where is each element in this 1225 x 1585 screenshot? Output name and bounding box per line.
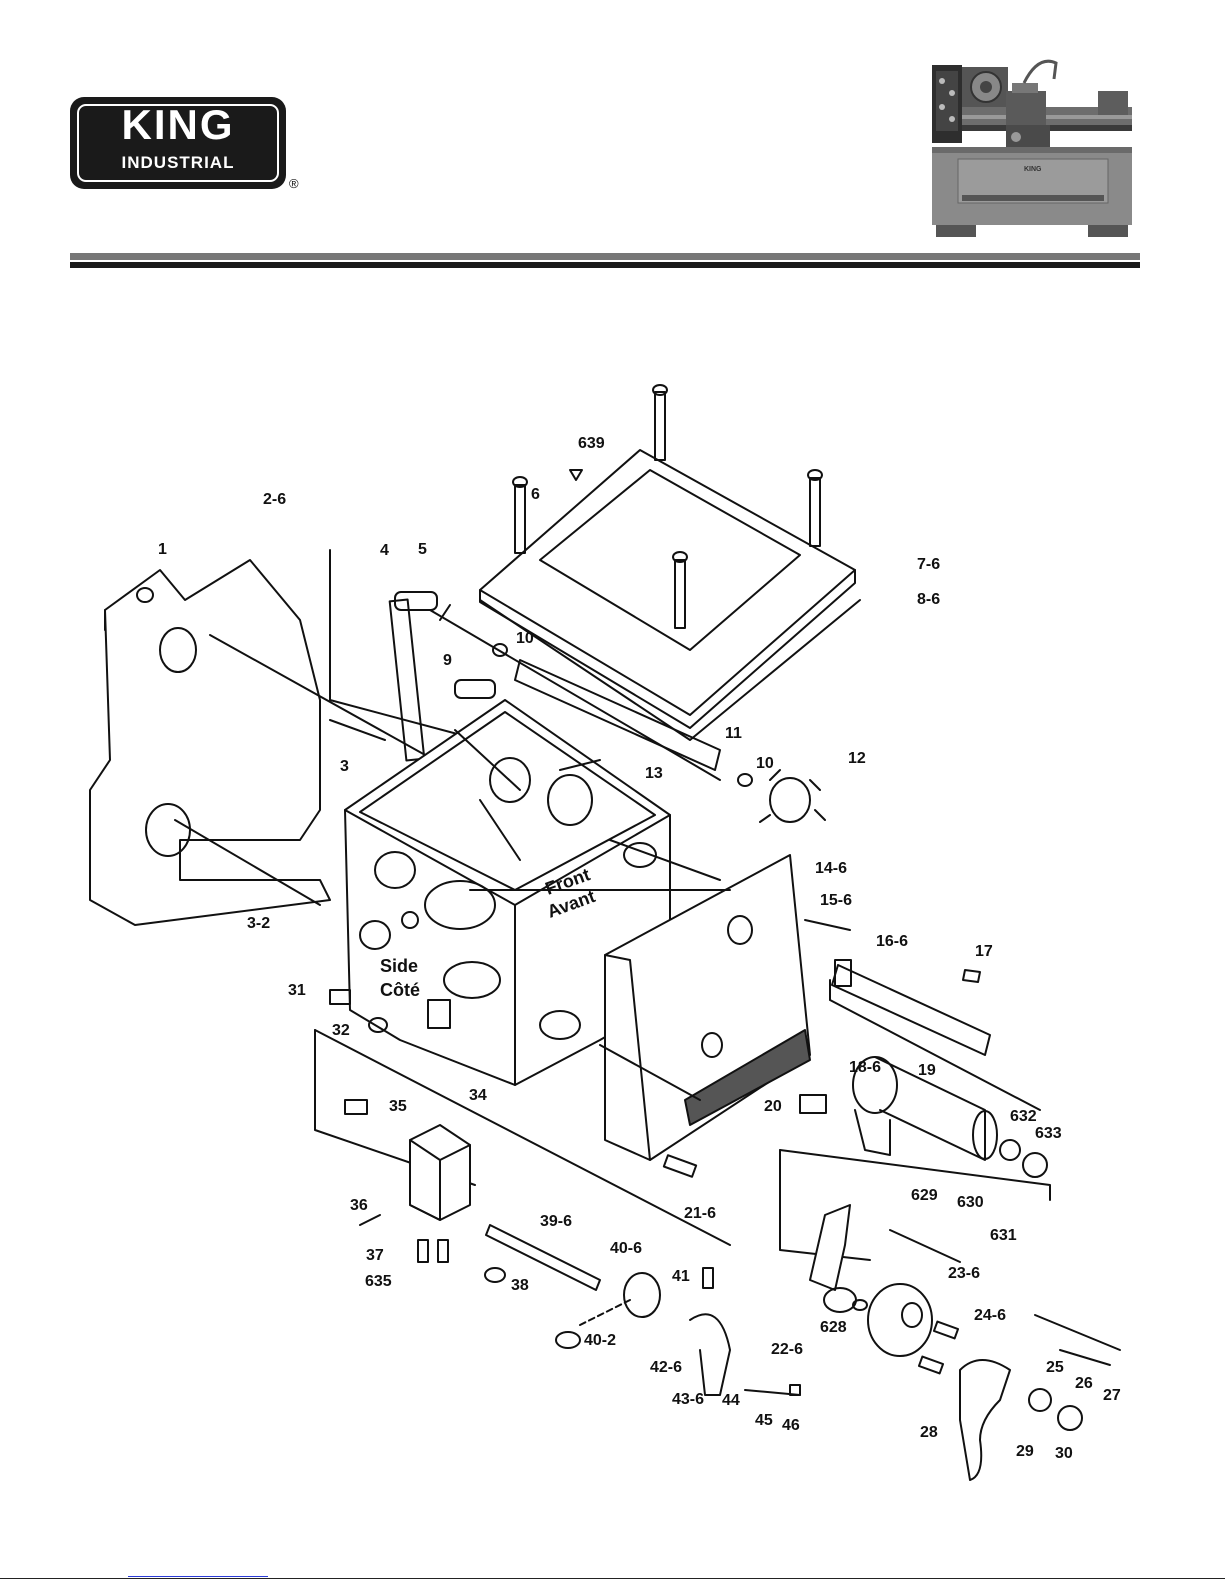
part-callout-27: 27 [1103,1387,1121,1404]
part-callout-43-6: 43-6 [672,1391,704,1408]
part-callout-2-6: 2-6 [263,491,286,508]
part-callout-1: 1 [158,541,167,558]
part-callout-14-6: 14-6 [815,860,847,877]
part-callout-28: 28 [920,1424,938,1441]
part-callout-37: 37 [366,1247,384,1264]
part-callout-11: 11 [725,725,742,742]
housing-side-text: Side [380,956,418,976]
part-callout-26: 26 [1075,1375,1093,1392]
part-callout-42-6: 42-6 [650,1359,682,1376]
footer-rule [0,1578,1225,1579]
part-callout-635: 635 [365,1273,392,1290]
part-callout-631: 631 [990,1227,1017,1244]
part-callout-639: 639 [578,435,605,452]
part-callout-6: 6 [531,486,540,503]
part-callout-15-6: 15-6 [820,892,852,909]
part-callout-630: 630 [957,1194,984,1211]
part-callout-38: 38 [511,1277,529,1294]
part-callout-7-6: 7-6 [917,556,940,573]
part-callout-633: 633 [1035,1125,1062,1142]
part-callout-40-6: 40-6 [610,1240,642,1257]
part-callout-17: 17 [975,943,993,960]
part-callout-10: 10 [516,630,534,647]
part-callout-8-6: 8-6 [917,591,940,608]
part-callout-29: 29 [1016,1443,1034,1460]
housing-side-fr-text: Côté [380,980,420,1000]
part-callout-34: 34 [469,1087,487,1104]
part-callout-40-2: 40-2 [584,1332,616,1349]
part-callout-632: 632 [1010,1108,1037,1125]
part-callout-18-6: 18-6 [849,1059,881,1076]
part-callout-10: 10 [756,755,774,772]
part-callout-24-6: 24-6 [974,1307,1006,1324]
part-callout-20: 20 [764,1098,782,1115]
part-callout-36: 36 [350,1197,368,1214]
part-callout-13: 13 [645,765,663,782]
part-callout-44: 44 [722,1392,740,1409]
part-callout-31: 31 [288,982,306,999]
part-callout-30: 30 [1055,1445,1073,1462]
part-callout-16-6: 16-6 [876,933,908,950]
part-callout-21-6: 21-6 [684,1205,716,1222]
part-callout-25: 25 [1046,1359,1064,1376]
part-callout-3: 3 [340,758,349,775]
part-callout-22-6: 22-6 [771,1341,803,1358]
part-callout-19: 19 [918,1062,936,1079]
part-callout-41: 41 [672,1268,690,1285]
part-callout-39-6: 39-6 [540,1213,572,1230]
part-callout-9: 9 [443,652,452,669]
part-callout-12: 12 [848,750,866,767]
part-callout-5: 5 [418,541,427,558]
footer-link-underline [128,1576,268,1577]
part-callout-628: 628 [820,1319,847,1336]
part-callout-3-2: 3-2 [247,915,270,932]
part-callout-23-6: 23-6 [948,1265,980,1282]
part-callout-46: 46 [782,1417,800,1434]
part-callout-629: 629 [911,1187,938,1204]
part-callout-35: 35 [389,1098,407,1115]
part-callout-32: 32 [332,1022,350,1039]
part-callout-45: 45 [755,1412,773,1429]
part-callout-4: 4 [380,542,389,559]
